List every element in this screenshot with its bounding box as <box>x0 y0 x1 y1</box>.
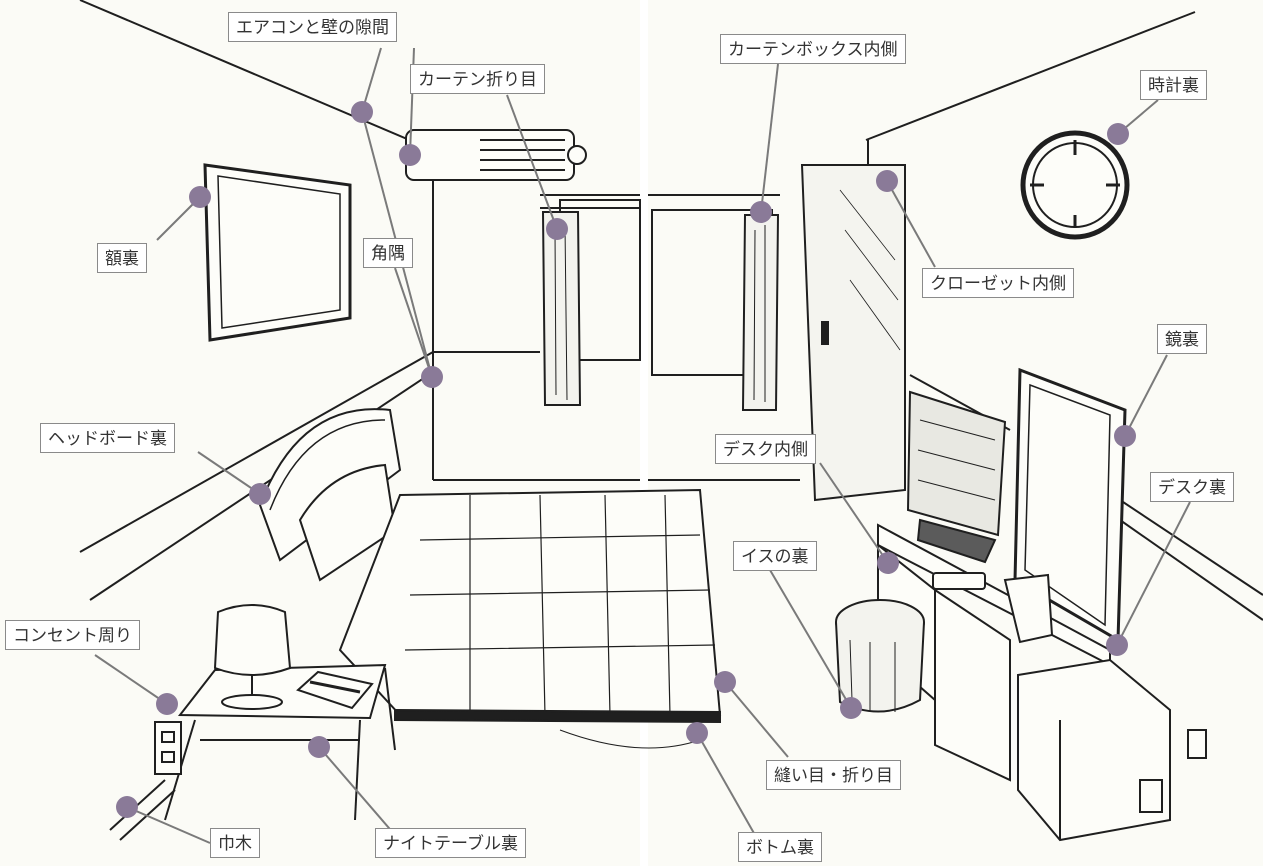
marker-desk-back <box>1106 634 1128 656</box>
label-desk-inside: デスク内側 <box>715 434 816 464</box>
marker-outlet <box>156 693 178 715</box>
outlet <box>154 721 182 775</box>
center-divider <box>640 0 648 866</box>
marker-baseboard <box>116 796 138 818</box>
wall-frame <box>203 163 352 342</box>
label-headboard-back: ヘッドボード裏 <box>40 423 175 453</box>
label-closet-inside: クローゼット内側 <box>922 268 1074 298</box>
label-mirror-back: 鏡裏 <box>1157 324 1207 354</box>
label-outlet-surround: コンセント周り <box>5 620 140 650</box>
marker-curtain-box <box>750 201 772 223</box>
closet <box>800 164 906 502</box>
wall-clock <box>1020 130 1130 240</box>
air-conditioner <box>405 129 587 181</box>
label-seams-folds: 縫い目・折り目 <box>766 760 901 790</box>
bed <box>258 408 722 749</box>
label-clock-back: 時計裏 <box>1140 70 1207 100</box>
marker-chair <box>840 697 862 719</box>
marker-desk-inside <box>877 552 899 574</box>
marker-curtain-fold <box>546 218 568 240</box>
phone <box>296 670 374 710</box>
marker-frame <box>189 186 211 208</box>
marker-closet <box>876 170 898 192</box>
marker-mirror <box>1114 425 1136 447</box>
label-corner: 角隅 <box>363 238 413 268</box>
marker-headboard <box>249 483 271 505</box>
marker-nightstand <box>308 736 330 758</box>
label-curtain-box-inside: カーテンボックス内側 <box>720 34 906 64</box>
stool <box>835 599 925 713</box>
lamp <box>213 604 292 710</box>
label-baseboard: 巾木 <box>210 828 260 858</box>
marker-aircon <box>399 144 421 166</box>
label-desk-back: デスク裏 <box>1150 472 1234 502</box>
label-bottom-back: ボトム裏 <box>738 832 822 862</box>
marker-corner <box>421 366 443 388</box>
marker-bottom <box>686 722 708 744</box>
marker-aircon-gap <box>351 101 373 123</box>
label-frame-back: 額裏 <box>97 243 147 273</box>
label-nightstand-back: ナイトテーブル裏 <box>375 828 526 858</box>
marker-clock <box>1107 123 1129 145</box>
label-curtain-fold: カーテン折り目 <box>410 64 545 94</box>
label-aircon-gap: エアコンと壁の隙間 <box>228 12 397 42</box>
label-chair-back: イスの裏 <box>733 541 817 571</box>
mini-fridge <box>1017 658 1207 842</box>
marker-dots <box>116 101 1136 818</box>
curtains <box>541 211 780 411</box>
leader-lines <box>94 47 1191 844</box>
marker-seams <box>714 671 736 693</box>
television <box>906 390 1007 564</box>
